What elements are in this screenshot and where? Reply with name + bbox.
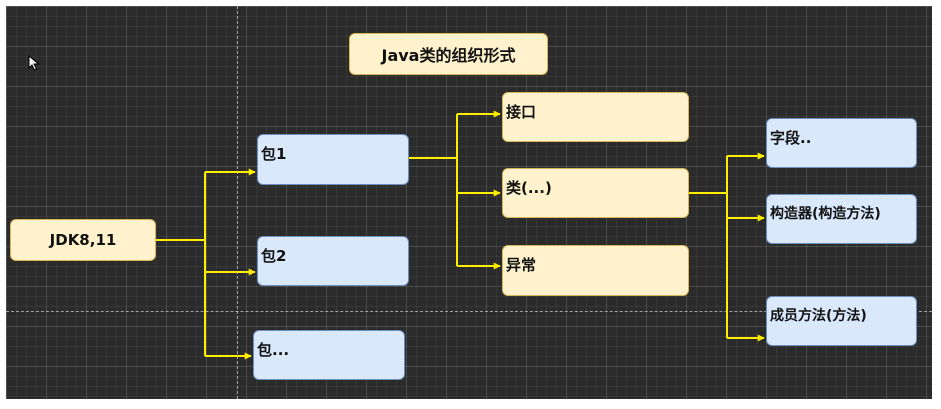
node-exception[interactable]: 异常 — [502, 245, 689, 296]
node-package-2[interactable]: 包2 — [257, 236, 409, 286]
horizontal-guide-line — [6, 311, 932, 312]
node-class[interactable]: 类(...) — [502, 168, 689, 218]
node-fields[interactable]: 字段.. — [766, 118, 917, 168]
node-constructor-label: 构造器(构造方法) — [770, 206, 881, 222]
node-package-2-label: 包2 — [261, 247, 287, 265]
node-root-label: JDK8,11 — [49, 231, 117, 249]
node-package-1-label: 包1 — [261, 145, 287, 163]
node-package-1[interactable]: 包1 — [257, 134, 409, 185]
node-fields-label: 字段.. — [770, 129, 812, 147]
node-root-jdk[interactable]: JDK8,11 — [10, 219, 156, 261]
mouse-pointer-icon — [28, 55, 40, 71]
diagram-title: Java类的组织形式 — [381, 46, 516, 65]
node-interface-label: 接口 — [506, 103, 537, 121]
node-package-3-label: 包... — [257, 341, 290, 359]
vertical-guide-line — [237, 6, 238, 399]
node-methods[interactable]: 成员方法(方法) — [766, 296, 917, 346]
node-interface[interactable]: 接口 — [502, 92, 689, 142]
node-methods-label: 成员方法(方法) — [770, 308, 867, 324]
node-class-label: 类(...) — [506, 179, 552, 197]
node-constructor[interactable]: 构造器(构造方法) — [766, 194, 917, 244]
node-package-3[interactable]: 包... — [253, 330, 405, 380]
node-exception-label: 异常 — [506, 256, 537, 274]
diagram-title-box[interactable]: Java类的组织形式 — [349, 33, 548, 75]
